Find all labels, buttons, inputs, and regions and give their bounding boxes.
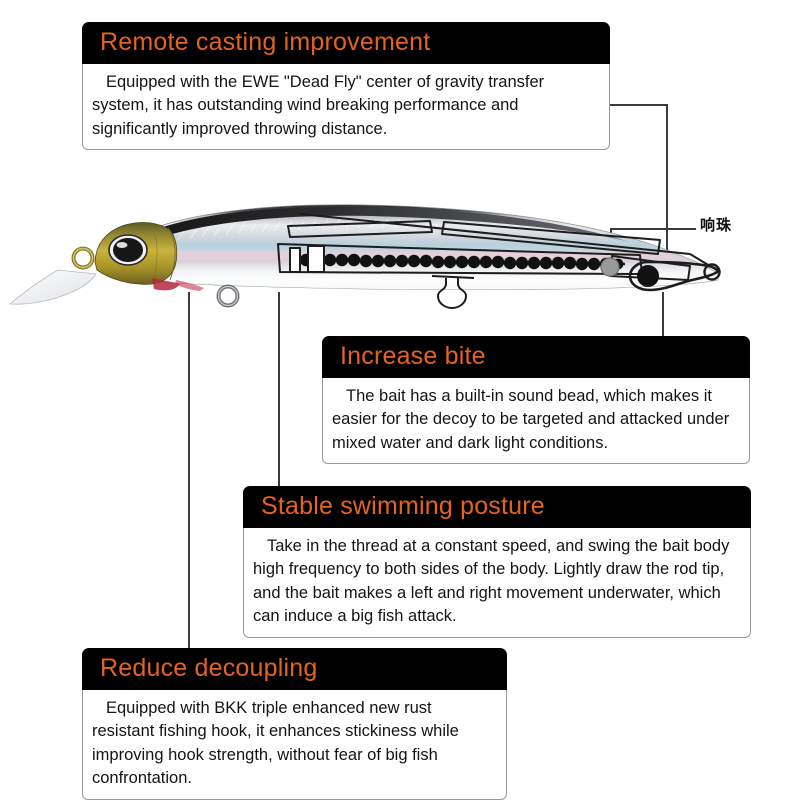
bead-label: 响珠 xyxy=(700,216,733,234)
sound-bead xyxy=(600,257,620,277)
callout-reduce-decoupling: Reduce decoupling Equipped with BKK trip… xyxy=(82,648,507,800)
lure-eye-highlight xyxy=(116,242,128,248)
callout-increase-bite: Increase bite The bait has a built-in so… xyxy=(322,336,750,465)
callout-stable-swimming-body: Take in the thread at a constant speed, … xyxy=(243,528,751,638)
lure-eye-pupil xyxy=(113,238,143,262)
belly-hook-eyelet-highlight xyxy=(217,285,239,307)
leader-remote-casting-horizontal xyxy=(610,104,668,106)
leader-remote-casting-vertical xyxy=(666,104,668,262)
leader-stable-swimming xyxy=(278,292,280,488)
leader-reduce-decoupling xyxy=(188,292,190,650)
lure-head-contour xyxy=(149,221,158,285)
callout-remote-casting-body: Equipped with the EWE "Dead Fly" center … xyxy=(82,64,610,151)
callout-stable-swimming: Stable swimming posture Take in the thre… xyxy=(243,486,751,638)
lure-bib xyxy=(8,269,97,305)
lure-gill-line xyxy=(167,227,176,281)
callout-stable-swimming-title: Stable swimming posture xyxy=(243,486,751,528)
callout-reduce-decoupling-title: Reduce decoupling xyxy=(82,648,507,690)
callout-remote-casting: Remote casting improvement Equipped with… xyxy=(82,22,610,151)
callout-increase-bite-title: Increase bite xyxy=(322,336,750,378)
callout-reduce-decoupling-body: Equipped with BKK triple enhanced new ru… xyxy=(82,690,507,800)
lure-dorsal-ridge xyxy=(104,206,630,262)
nose-eyelet-highlight xyxy=(72,247,94,269)
callout-remote-casting-title: Remote casting improvement xyxy=(82,22,610,64)
lure-illustration xyxy=(8,204,721,309)
leader-increase-bite xyxy=(662,292,664,338)
lure-throat-accent-2 xyxy=(175,280,204,291)
leader-bead-horizontal xyxy=(610,228,696,230)
callout-increase-bite-body: The bait has a built-in sound bead, whic… xyxy=(322,378,750,465)
lure-throat-accent xyxy=(152,278,180,291)
